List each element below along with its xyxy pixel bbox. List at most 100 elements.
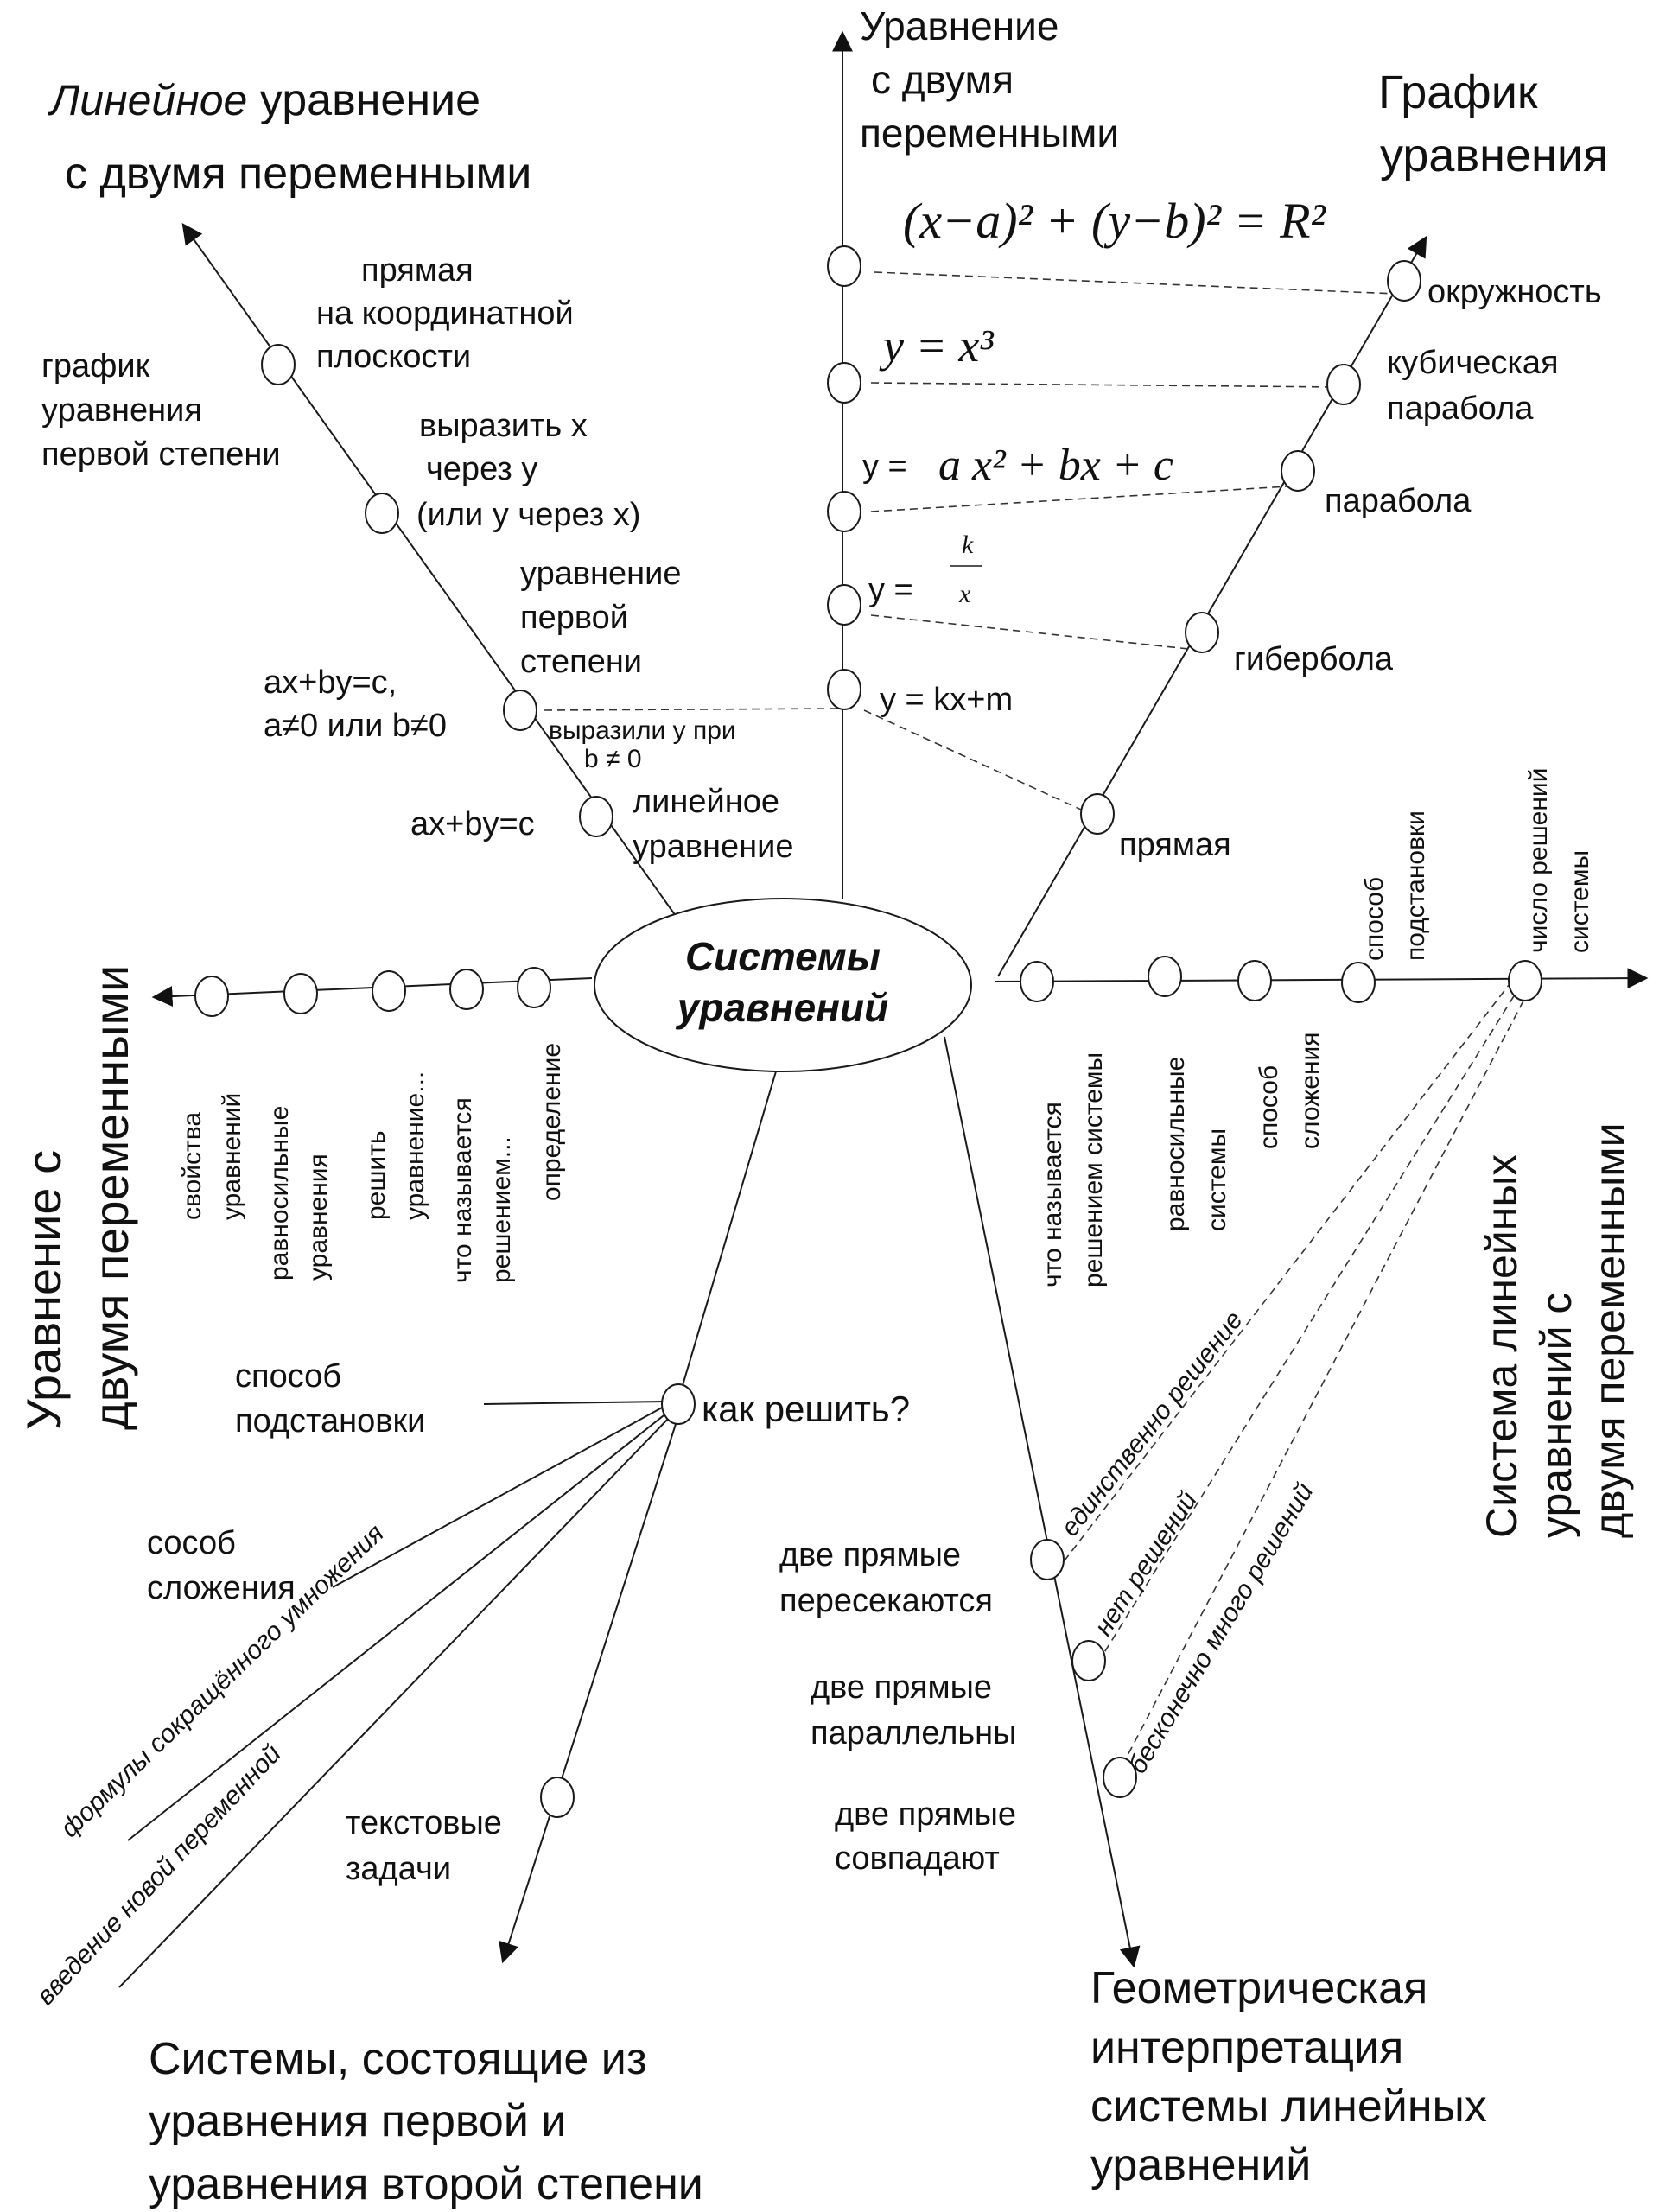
node-circle[interactable]	[1387, 260, 1421, 302]
label-linear-name-1: линейное	[633, 784, 779, 820]
label-linear-formula: ax+by=c	[410, 806, 535, 842]
node-linear-equation[interactable]	[579, 796, 613, 837]
node-parabola[interactable]	[1281, 450, 1315, 492]
method-addition-2: сложения	[147, 1570, 296, 1606]
formula-hyperbola-prefix: y =	[868, 572, 913, 608]
node-lines-parallel[interactable]	[1071, 1640, 1106, 1681]
method-addition-line	[332, 1406, 664, 1588]
node-what-is-solution[interactable]	[449, 969, 484, 1010]
node-first-degree[interactable]	[503, 690, 537, 731]
label-condition-1: ax+by=c,	[264, 664, 397, 701]
node-solve-equation[interactable]	[372, 970, 406, 1012]
label-line-on-plane-1: прямая	[361, 252, 474, 289]
label-expressed-note-2: b ≠ 0	[584, 745, 642, 773]
graph-branch-title-1: График	[1378, 67, 1538, 118]
method-new-variable: введение новой переменной	[31, 1739, 287, 2011]
geo-title-4: уравнений	[1090, 2140, 1311, 2190]
label-expressed-note-1: выразили у при	[549, 716, 736, 745]
formula-quadratic-prefix: y =	[862, 448, 907, 485]
right-item-addition-2: сложения	[1296, 1032, 1325, 1149]
solution-count-none: нет решений	[1089, 1486, 1203, 1640]
mixed-systems-title-1: Системы, состоящие из	[149, 2034, 647, 2084]
right-axis-title-3: двумя переменными	[1586, 1122, 1634, 1538]
label-express-1: выразить х	[419, 408, 588, 444]
connector-lines	[118, 30, 1649, 1988]
geo-parallel-1: две прямые	[811, 1669, 992, 1706]
how-to-solve-label: как решить?	[702, 1389, 910, 1429]
linear-branch-title-italic: Линейное	[48, 76, 247, 124]
left-item-what-is-1: что называется	[448, 1097, 477, 1283]
right-axis-line	[995, 968, 1649, 989]
node-equivalent-systems[interactable]	[1148, 956, 1182, 997]
graph-item-circle: окружность	[1427, 274, 1602, 310]
branch-geometric-line	[944, 1036, 1141, 1968]
left-axis-title-2: двумя переменными	[84, 965, 138, 1430]
branch-how-to-solve-line	[677, 1071, 777, 1401]
node-equivalent-equations[interactable]	[283, 973, 318, 1014]
how-to-solve-branch: как решить? способ подстановки сособ сло…	[31, 1358, 910, 2209]
left-item-equivalent-1: равносильные	[265, 1106, 294, 1281]
left-item-what-is-2: решением...	[487, 1136, 516, 1283]
node-cubic-formula[interactable]	[827, 362, 861, 404]
dash-circle	[874, 271, 1396, 295]
node-lines-intersect[interactable]	[1030, 1539, 1065, 1580]
node-cubic-parabola[interactable]	[1326, 364, 1361, 405]
geo-intersect-1: две прямые	[779, 1537, 961, 1573]
left-item-definition: определение	[537, 1043, 566, 1201]
dash-unique-solution	[1058, 980, 1513, 1569]
geo-intersect-2: пересекаются	[779, 1583, 993, 1619]
node-linear-formula[interactable]	[827, 669, 861, 710]
left-item-solve-2: уравнение...	[401, 1071, 429, 1220]
dash-infinite-solutions	[1114, 988, 1530, 1781]
right-item-substitution-2: подстановки	[1402, 810, 1430, 961]
node-line-on-plane[interactable]	[261, 344, 296, 385]
node-word-problems[interactable]	[540, 1777, 575, 1818]
label-express-2: через у	[426, 451, 537, 487]
center-title-line2: уравнений	[676, 985, 888, 1030]
node-addition-method[interactable]	[1237, 960, 1272, 1001]
center-node[interactable]	[594, 898, 972, 1072]
node-hyperbola[interactable]	[1185, 612, 1219, 653]
node-number-of-solutions[interactable]	[1508, 960, 1542, 1001]
solution-count-infinite: бесконечно много решений	[1123, 1478, 1319, 1779]
graph-branch-title-2: уравнения	[1380, 130, 1608, 181]
dash-no-solutions	[1094, 984, 1522, 1669]
dash-parabola	[870, 486, 1288, 512]
formula-linear: y = kx+m	[880, 682, 1013, 718]
node-express[interactable]	[365, 493, 399, 534]
method-new-variable-line	[118, 1416, 671, 1988]
node-hyperbola-formula[interactable]	[827, 584, 861, 626]
node-system-solution[interactable]	[1020, 961, 1054, 1002]
branch-word-problems-line	[499, 1421, 677, 1964]
right-item-addition-1: способ	[1255, 1065, 1283, 1149]
solution-count-unique: единственно решение	[1056, 1306, 1249, 1541]
node-line[interactable]	[1080, 793, 1115, 835]
formula-hyperbola-denominator: x	[958, 580, 971, 608]
formula-cubic: y = x³	[879, 320, 994, 372]
node-how-to-solve[interactable]	[661, 1383, 696, 1425]
node-substitution-method[interactable]	[1341, 962, 1376, 1003]
right-item-solutions-count-2: системы	[1566, 850, 1594, 953]
node-circle-formula[interactable]	[827, 245, 861, 287]
right-item-equivalent-2: системы	[1203, 1128, 1231, 1231]
label-line-on-plane-3: плоскости	[316, 339, 471, 375]
mixed-systems-title-3: уравнения второй степени	[149, 2159, 703, 2209]
top-branch-title-3: переменными	[860, 111, 1119, 156]
right-item-system-solution-2: решением системы	[1079, 1052, 1108, 1287]
node-definition[interactable]	[517, 967, 551, 1008]
node-quadratic-formula[interactable]	[827, 491, 861, 532]
formula-hyperbola-numerator: k	[962, 531, 974, 559]
method-substitution-line	[483, 1401, 666, 1405]
graph-item-parabola: парабола	[1325, 483, 1472, 519]
linear-branch-title-line2: с двумя переменными	[65, 149, 531, 199]
label-first-degree-2: первой	[520, 600, 628, 636]
top-branch-title-1: Уравнение	[860, 3, 1059, 48]
graph-branch: График уравнения окружность кубическая п…	[1119, 67, 1608, 863]
node-lines-coincide[interactable]	[1103, 1757, 1137, 1798]
center-title-line1: Системы	[685, 934, 881, 979]
dash-first-degree	[544, 708, 843, 711]
method-addition-1: сособ	[147, 1525, 236, 1561]
method-substitution-2: подстановки	[235, 1403, 425, 1440]
node-properties[interactable]	[194, 976, 229, 1017]
